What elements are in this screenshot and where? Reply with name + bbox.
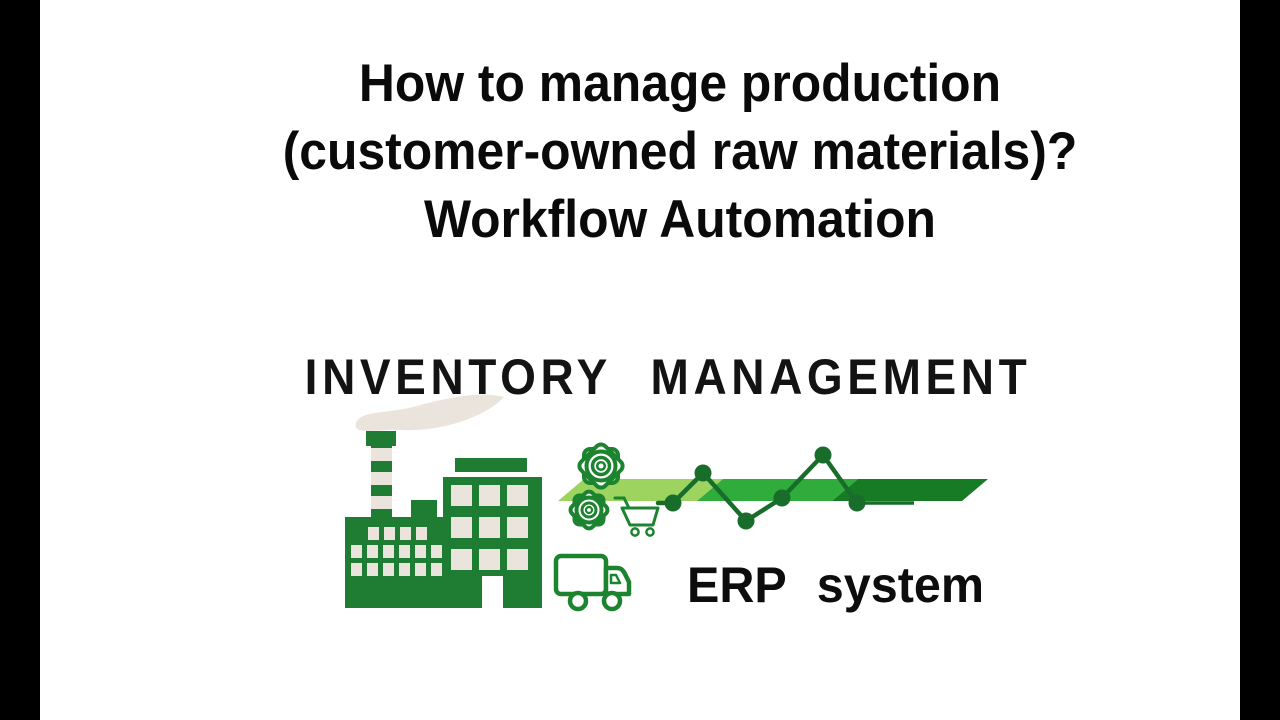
erp-system-caption: ERP system bbox=[687, 557, 984, 613]
left-letterbox-bar bbox=[0, 0, 40, 720]
title-line-2: (customer-owned raw materials)? bbox=[282, 122, 1078, 181]
title-line-1: How to manage production bbox=[358, 54, 1002, 113]
factory-icon bbox=[345, 431, 542, 608]
title-line-3: Workflow Automation bbox=[423, 190, 937, 249]
gears-icon bbox=[568, 442, 625, 531]
shopping-cart-icon bbox=[613, 496, 660, 537]
smoke-icon bbox=[355, 394, 504, 431]
trend-line-chart-icon bbox=[655, 446, 914, 530]
slide-title: How to manage production (customer-owned… bbox=[116, 50, 1244, 254]
delivery-truck-icon bbox=[553, 553, 632, 612]
right-letterbox-bar bbox=[1240, 0, 1280, 720]
subtitle-inventory-management: INVENTORY MANAGEMENT bbox=[304, 349, 1032, 405]
